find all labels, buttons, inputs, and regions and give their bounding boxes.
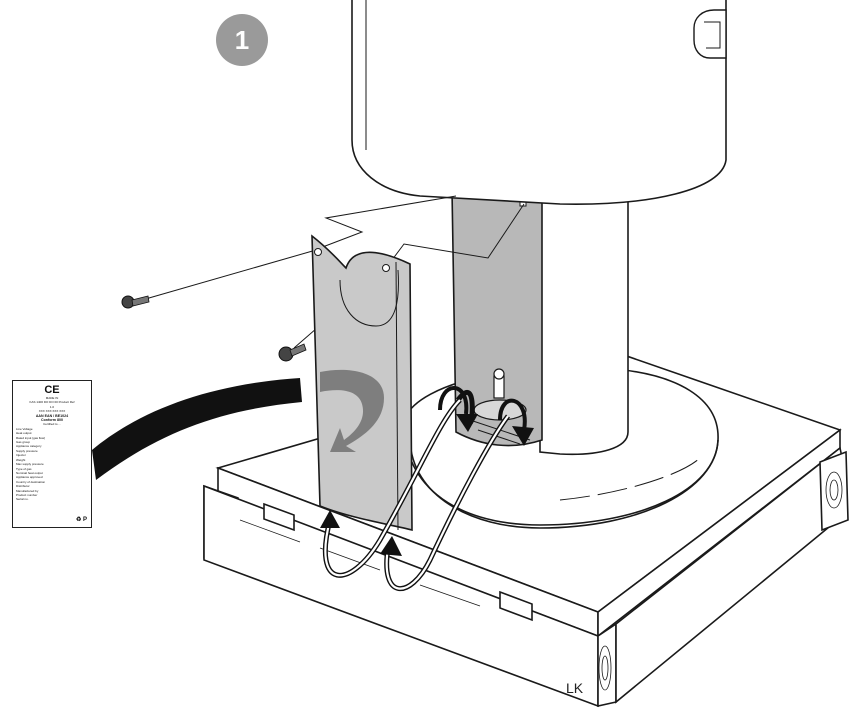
recycling-logo-icon: ♻ P bbox=[75, 517, 87, 523]
heater-column bbox=[539, 199, 629, 456]
screw-icon bbox=[278, 343, 307, 362]
label-line: XXX XXX XXX XXX bbox=[38, 409, 66, 414]
label-line: Gas group bbox=[16, 440, 31, 445]
front-cover-panel bbox=[311, 234, 413, 532]
label-line: Appliance approved bbox=[16, 475, 43, 480]
label-line: Injector bbox=[16, 453, 26, 458]
up-arrow-icon bbox=[320, 510, 402, 556]
label-line: Country of destination bbox=[16, 479, 46, 484]
rotate-arrow-icon bbox=[320, 369, 384, 452]
label-line: Manufactured by bbox=[16, 488, 39, 493]
label-line: Max supply pressure bbox=[16, 462, 44, 467]
screw-icon bbox=[121, 295, 150, 309]
label-line: Serial no. bbox=[16, 497, 29, 502]
label-line: MADE IN bbox=[45, 396, 59, 400]
label-line: Appliance category bbox=[16, 444, 42, 449]
label-line: Distributor bbox=[16, 484, 30, 489]
label-line: Line Voltage bbox=[16, 426, 33, 431]
label-line: Supply pressure bbox=[16, 448, 38, 453]
label-line: Product number bbox=[16, 492, 38, 497]
label-line: 1.0 bbox=[49, 404, 55, 409]
label-line: AAN EAN / BE1024 bbox=[35, 413, 69, 418]
wood-grain bbox=[239, 471, 843, 691]
label-line: Conform 800 bbox=[41, 418, 63, 423]
routing-loops-inner bbox=[324, 399, 509, 590]
down-arrow-icon bbox=[456, 414, 534, 446]
label-line: Certified to ... bbox=[43, 422, 61, 427]
step-number-badge: 1 bbox=[216, 14, 268, 66]
label-line: Rated input (gas flow) bbox=[16, 435, 46, 440]
ce-mark: CE bbox=[44, 384, 60, 396]
label-line: Weight bbox=[16, 457, 26, 462]
label-line: Heat output bbox=[16, 431, 32, 436]
label-line: Nominal heat output bbox=[16, 470, 43, 475]
label-line: KAS 1400 DO DO 00 Product Ref bbox=[29, 400, 75, 405]
illustrator-signature: LK bbox=[566, 680, 584, 696]
label-line: Type of gas bbox=[16, 466, 32, 471]
label-band bbox=[92, 378, 302, 480]
heater-body bbox=[351, 0, 727, 205]
rating-label-card: CE MADE IN KAS 1400 DO DO 00 Product Ref… bbox=[12, 380, 92, 528]
down-loop bbox=[438, 386, 527, 431]
